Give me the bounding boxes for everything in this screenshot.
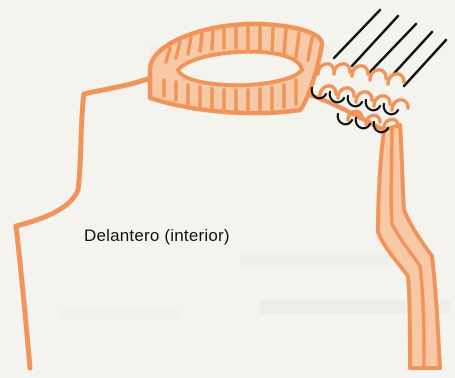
stitch-loops-orange [318, 64, 408, 128]
front-inside-label: Delantero (interior) [84, 226, 230, 246]
ribbed-collar [150, 24, 322, 113]
left-body-outline [16, 78, 150, 368]
right-edge-band [378, 125, 440, 368]
